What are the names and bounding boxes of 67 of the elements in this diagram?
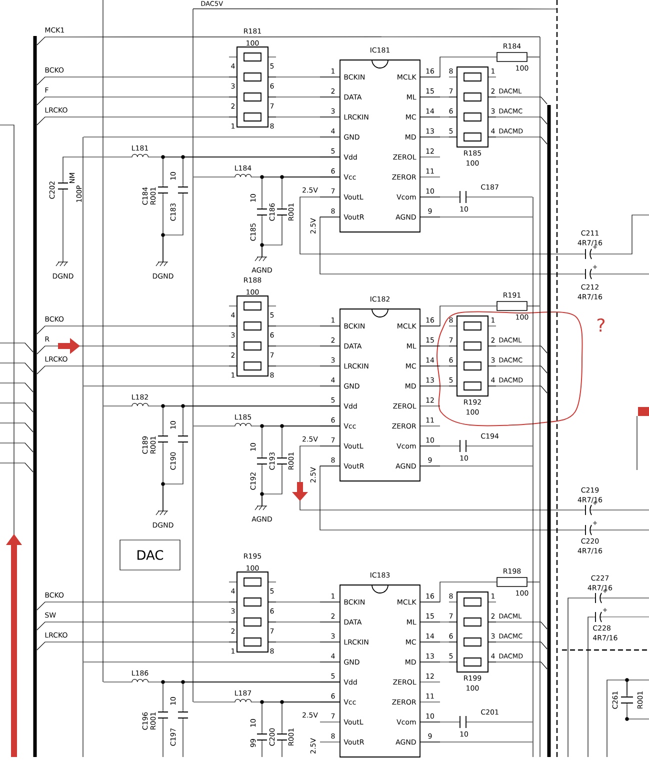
wire (300, 196, 584, 254)
wire (282, 702, 340, 734)
wire (0, 362, 34, 372)
wire (0, 382, 34, 392)
wire (420, 56, 497, 78)
wire (162, 718, 164, 758)
wire (626, 704, 649, 720)
wire (282, 176, 340, 208)
wire (488, 346, 548, 354)
wire (488, 116, 548, 124)
wire (262, 216, 282, 258)
wire (36, 622, 237, 630)
wire (268, 96, 340, 98)
bus-line (532, 197, 534, 757)
wire (162, 442, 184, 512)
wire (36, 76, 237, 86)
wire (602, 616, 649, 618)
wire (36, 116, 237, 126)
wire (320, 216, 584, 274)
wire (268, 76, 340, 78)
wire (62, 156, 103, 182)
wire (466, 196, 533, 198)
wire (420, 306, 497, 326)
wire (36, 642, 237, 650)
wire (0, 442, 34, 452)
wire (606, 680, 628, 758)
wire (488, 622, 548, 630)
wire (588, 616, 594, 758)
wire (420, 96, 457, 98)
wire (488, 662, 548, 670)
wire (282, 426, 340, 458)
wire (488, 642, 548, 650)
wire (420, 116, 457, 118)
wire (62, 190, 64, 262)
wire (592, 214, 649, 254)
wire (488, 366, 548, 374)
wire (527, 56, 540, 58)
wire (488, 386, 548, 394)
question-mark: ? (598, 318, 605, 332)
wire (0, 342, 34, 352)
wire (568, 598, 594, 758)
wire (488, 96, 548, 104)
bus-line (102, 0, 104, 682)
wire (488, 136, 548, 144)
wire (0, 422, 34, 432)
wire (420, 196, 460, 198)
wire (36, 36, 540, 46)
wire (420, 136, 457, 138)
wire (36, 602, 237, 610)
wire (262, 464, 282, 506)
wire (420, 216, 533, 218)
wire (36, 366, 237, 374)
block-label-box: DAC (120, 540, 180, 570)
wire (420, 582, 497, 602)
wire (162, 194, 184, 262)
bus-line (192, 9, 194, 702)
wire (0, 462, 34, 472)
wire (83, 136, 340, 138)
wire (36, 326, 237, 334)
wire (182, 718, 184, 758)
wire (0, 402, 34, 412)
wire (192, 8, 558, 10)
wire (36, 96, 237, 106)
wire (626, 680, 649, 696)
bus-line (82, 137, 84, 757)
wire (320, 466, 584, 530)
wire (268, 116, 340, 118)
